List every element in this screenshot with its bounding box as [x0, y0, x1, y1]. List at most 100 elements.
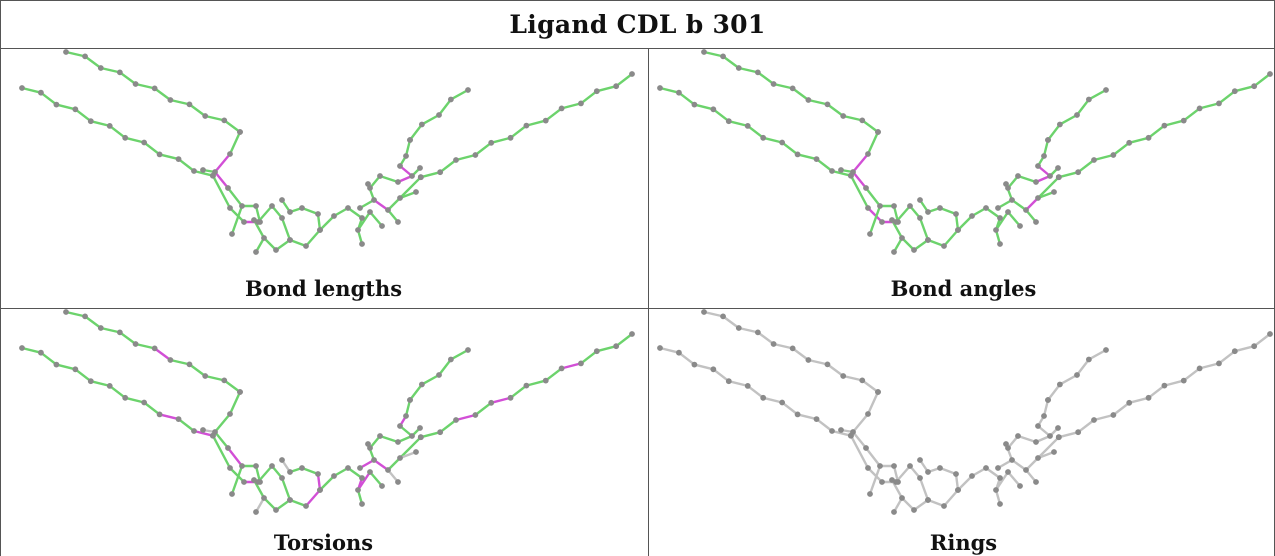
atom: [227, 205, 233, 211]
bond: [177, 157, 196, 173]
atom: [106, 382, 113, 389]
atom: [1074, 372, 1080, 378]
atom: [279, 475, 285, 481]
atom: [317, 227, 323, 233]
atom: [907, 203, 913, 209]
atom: [331, 213, 337, 219]
outlier-bond: [851, 170, 868, 190]
atom: [367, 469, 373, 475]
atom: [237, 389, 243, 395]
bond: [1128, 396, 1150, 405]
bond: [727, 119, 749, 128]
substituent-bond: [230, 464, 244, 496]
atom: [116, 69, 123, 76]
bond: [188, 363, 207, 378]
atom: [805, 97, 812, 103]
atom: [507, 134, 514, 141]
bond: [1058, 113, 1079, 126]
atom: [241, 479, 247, 485]
atom: [676, 89, 682, 96]
atom: [200, 427, 206, 433]
atom: [122, 394, 129, 401]
bond: [89, 379, 111, 388]
atom: [241, 219, 247, 225]
atom: [1005, 469, 1011, 475]
atom: [829, 428, 835, 434]
bond: [134, 342, 156, 350]
bond: [454, 153, 477, 162]
atom: [859, 117, 866, 124]
atom: [225, 445, 231, 451]
bond: [1217, 90, 1236, 105]
atom: [558, 105, 565, 112]
bond: [864, 446, 882, 468]
atom: [365, 181, 371, 187]
atom: [379, 223, 385, 229]
atom: [202, 113, 209, 119]
bond: [74, 108, 93, 123]
atom: [863, 445, 869, 451]
bond: [756, 71, 775, 86]
bond: [841, 374, 864, 382]
atom: [1055, 425, 1061, 431]
bond: [142, 141, 161, 156]
atom: [735, 65, 742, 71]
atom: [1051, 449, 1057, 455]
divider-middle: [0, 308, 1275, 309]
atom: [417, 174, 424, 181]
atom: [865, 465, 871, 471]
bond: [55, 363, 77, 371]
atom: [273, 247, 279, 253]
atom: [269, 463, 275, 469]
bond: [192, 169, 215, 177]
atom: [1033, 219, 1039, 225]
border-left: [0, 0, 1, 556]
atom: [1145, 394, 1152, 401]
atom: [997, 241, 1003, 247]
atom: [239, 203, 245, 209]
atom: [953, 211, 959, 217]
bond: [318, 474, 336, 492]
atom: [357, 205, 363, 211]
bond: [74, 368, 93, 383]
atom: [377, 173, 383, 179]
caption-bond-lengths: Bond lengths: [244, 276, 403, 301]
atom: [1231, 88, 1238, 95]
atom: [436, 112, 442, 118]
atom: [1041, 153, 1047, 159]
bond: [1252, 332, 1272, 348]
bond: [780, 401, 799, 416]
atom: [1056, 121, 1063, 128]
atom: [465, 87, 471, 93]
bond: [780, 141, 799, 156]
atom: [1045, 137, 1051, 143]
panel-bond-lengths-diagram: [19, 49, 635, 255]
atom: [1145, 134, 1152, 141]
atom: [221, 117, 228, 124]
outlier-bond: [454, 413, 477, 422]
bond: [153, 87, 172, 102]
atom: [413, 189, 419, 195]
atom: [995, 205, 1001, 211]
atom: [488, 399, 495, 406]
bond: [866, 466, 884, 484]
atom: [299, 465, 305, 471]
bond: [1016, 174, 1038, 184]
atom: [911, 507, 917, 513]
atom: [403, 153, 409, 159]
atom: [345, 465, 351, 471]
atom: [1055, 434, 1062, 441]
bond: [408, 123, 424, 142]
atom: [417, 165, 423, 171]
atom: [229, 491, 235, 497]
atom: [156, 411, 163, 418]
atom: [261, 495, 267, 501]
atom: [993, 487, 999, 493]
bond: [942, 228, 960, 248]
atom: [1196, 365, 1203, 372]
bond: [1252, 72, 1272, 88]
atom: [657, 85, 663, 91]
atom: [1074, 112, 1080, 118]
outlier-bond: [490, 396, 512, 405]
